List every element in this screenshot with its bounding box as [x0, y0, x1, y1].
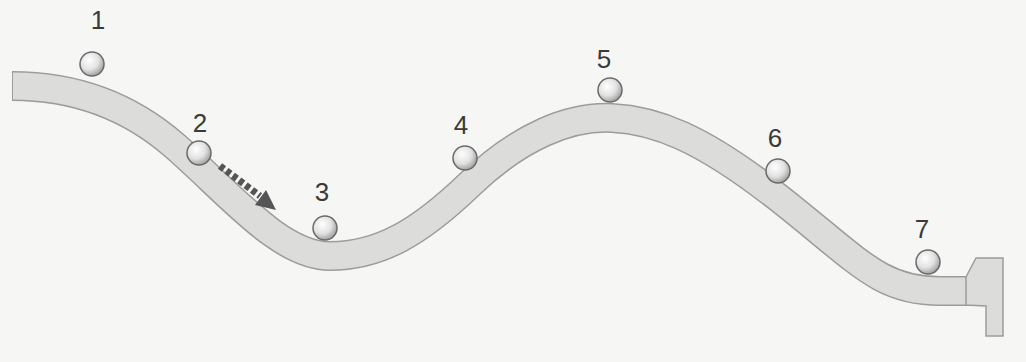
ball	[766, 159, 790, 183]
callout-number: 4	[454, 112, 468, 138]
callout-number: 6	[768, 125, 782, 151]
ball	[916, 250, 940, 274]
callout-number: 3	[315, 179, 329, 205]
callout-number: 5	[597, 46, 611, 72]
callout-number: 1	[91, 7, 105, 33]
ball	[313, 216, 337, 240]
balls	[80, 52, 940, 274]
callout-number: 7	[915, 216, 929, 242]
motion-arrowhead	[255, 190, 276, 210]
ball	[80, 52, 104, 76]
track-outline	[12, 86, 976, 291]
track-end-block	[966, 258, 1003, 336]
motion-arrow	[220, 166, 260, 196]
ball	[187, 141, 211, 165]
ball	[598, 78, 622, 102]
track-band	[13, 86, 976, 291]
ball	[453, 146, 477, 170]
callout-number: 2	[193, 110, 207, 136]
